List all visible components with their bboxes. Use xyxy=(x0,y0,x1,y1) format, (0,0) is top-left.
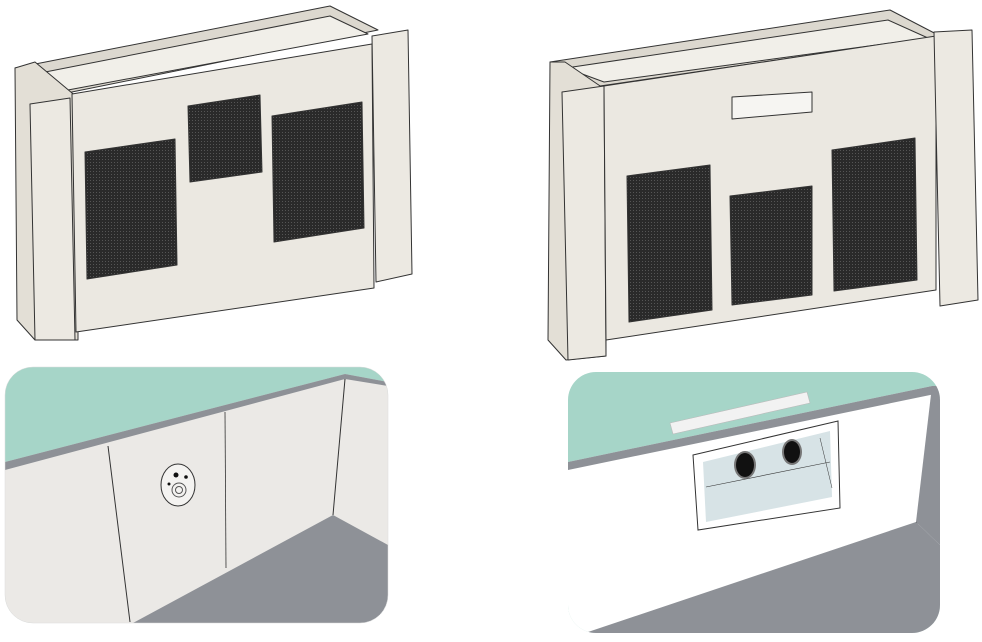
unit-rear-slot-view xyxy=(547,9,979,361)
pipe-hole-left xyxy=(734,451,756,479)
pipe-hole-right xyxy=(782,439,802,465)
unit-right-post xyxy=(933,29,979,307)
mesh-panel-left xyxy=(626,164,713,323)
mesh-panel-left xyxy=(84,138,178,280)
top-slot xyxy=(731,91,813,120)
wall-opening-detail xyxy=(568,372,940,633)
unit-left-post-face xyxy=(29,97,76,341)
wall-plug-detail xyxy=(5,367,388,623)
unit-right-post xyxy=(371,29,413,283)
unit-left-post-face xyxy=(561,85,607,361)
floor xyxy=(585,522,940,633)
floor xyxy=(133,515,388,623)
mesh-panel-center xyxy=(187,94,263,183)
mesh-panel-center xyxy=(729,185,813,306)
unit-front-three-mesh-view xyxy=(14,5,413,341)
mesh-panel-right xyxy=(271,101,365,243)
plug-socket xyxy=(160,463,196,507)
mesh-panel-right xyxy=(831,137,918,292)
top-vent-strip xyxy=(669,391,811,435)
